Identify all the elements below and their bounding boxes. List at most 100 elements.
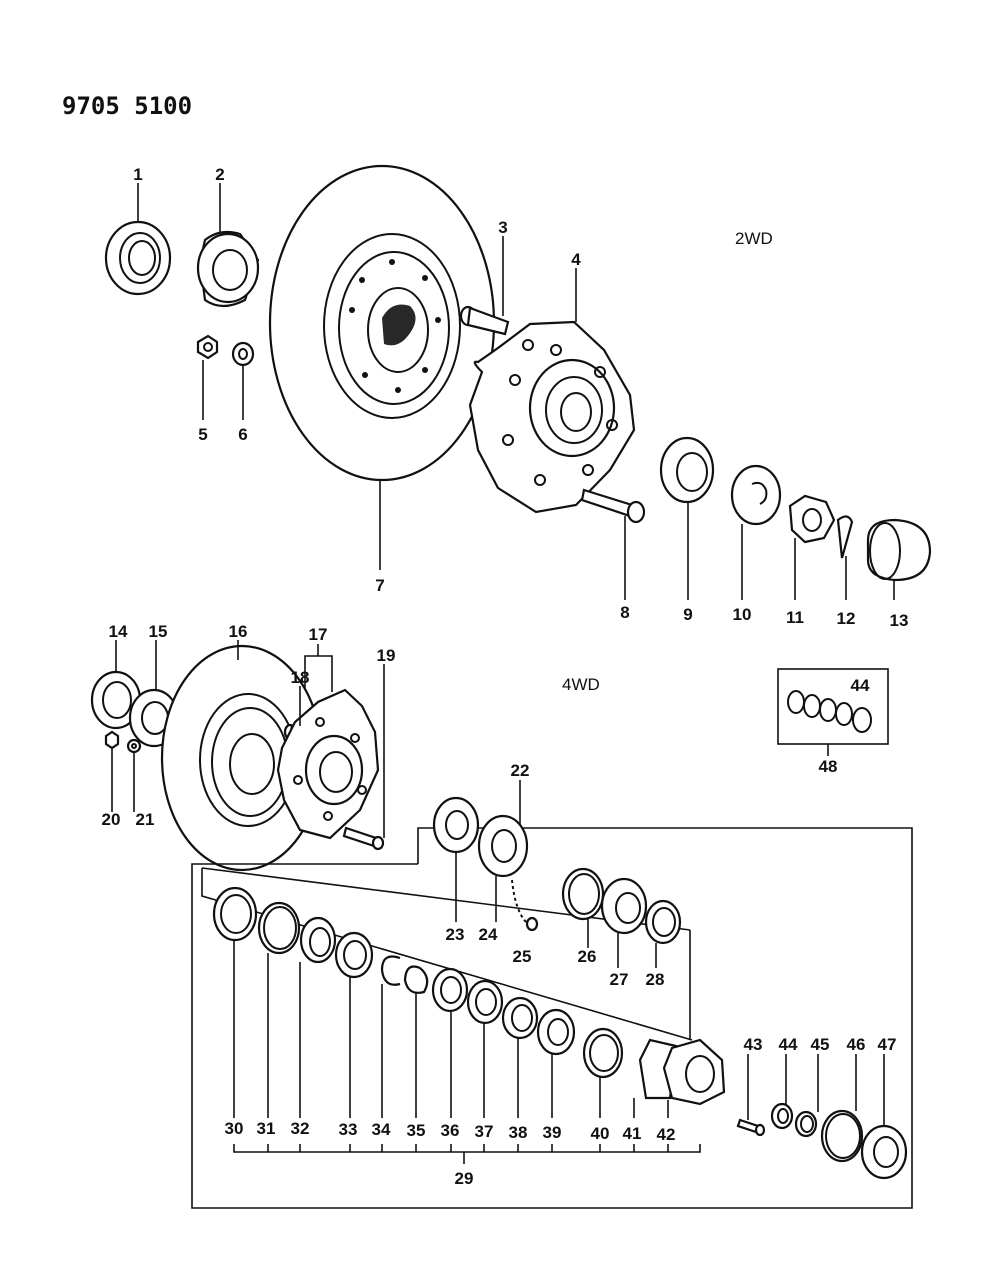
callout-45: 45 [811, 1035, 830, 1054]
callout-47: 47 [878, 1035, 897, 1054]
callout-46: 46 [847, 1035, 866, 1054]
callout-26: 26 [578, 947, 597, 966]
part-44-ring [770, 1102, 794, 1130]
part-37-gear-ring [466, 979, 504, 1025]
part-19-stud-bolt [342, 826, 385, 851]
leader-lines-2wd [137, 183, 895, 600]
callout-25: 25 [513, 947, 532, 966]
callout-17: 17 [309, 625, 328, 644]
callout-22: 22 [511, 761, 530, 780]
part-46-o-ring [820, 1109, 864, 1163]
callout-39: 39 [543, 1123, 562, 1142]
callout-1: 1 [133, 165, 142, 184]
diagram-code: 9705 5100 [62, 92, 192, 120]
callout-labels: 1 2 3 4 5 6 7 8 9 10 11 12 13 14 15 16 1… [102, 165, 909, 1188]
callout-36: 36 [441, 1121, 460, 1140]
callout-20: 20 [102, 810, 121, 829]
section-label-4wd: 4WD [562, 675, 600, 694]
part-23-gasket [432, 796, 480, 854]
callout-34: 34 [372, 1120, 391, 1139]
part-45-ring [794, 1110, 818, 1138]
part-34-c-clip [380, 955, 401, 986]
callout-3: 3 [498, 218, 507, 237]
callout-15: 15 [149, 622, 168, 641]
callout-29: 29 [455, 1169, 474, 1188]
callout-43: 43 [744, 1035, 763, 1054]
part-4-hub [468, 320, 636, 514]
callout-21: 21 [136, 810, 155, 829]
part-5-nut [196, 334, 219, 360]
callout-10: 10 [733, 605, 752, 624]
callout-28: 28 [646, 970, 665, 989]
kit-outer-label: 48 [819, 757, 838, 776]
callout-14: 14 [109, 622, 128, 641]
part-39-clutch-gear [536, 1008, 576, 1056]
part-31-ring [257, 901, 301, 955]
kit-box-48 [777, 668, 889, 756]
callout-41: 41 [623, 1124, 642, 1143]
callout-7: 7 [375, 576, 384, 595]
callout-40: 40 [591, 1124, 610, 1143]
part-40-ring [582, 1027, 624, 1079]
callout-30: 30 [225, 1119, 244, 1138]
callout-37: 37 [475, 1122, 494, 1141]
callout-2: 2 [215, 165, 224, 184]
callout-24: 24 [479, 925, 498, 944]
callout-4: 4 [571, 250, 581, 269]
part-12-cotter-pin [836, 515, 854, 559]
part-16-brake-disc [160, 644, 324, 872]
part-26-snap-ring [561, 867, 605, 921]
part-24-plate [477, 814, 529, 878]
part-8-stud-bolt [580, 488, 646, 524]
part-25-screw [511, 879, 539, 932]
callout-33: 33 [339, 1120, 358, 1139]
callout-31: 31 [257, 1119, 276, 1138]
callout-35: 35 [407, 1121, 426, 1140]
part-17-hub [276, 688, 380, 840]
part-1-oil-seal [104, 220, 172, 296]
section-label-2wd: 2WD [735, 229, 773, 248]
part-20-nut [104, 730, 120, 750]
part-10-washer [730, 464, 782, 526]
group-22-outline [191, 780, 913, 1209]
callout-32: 32 [291, 1119, 310, 1138]
part-7-brake-disc [268, 164, 496, 482]
callout-9: 9 [683, 605, 692, 624]
callout-18: 18 [291, 668, 310, 687]
part-27-bearing [600, 877, 648, 935]
callout-23: 23 [446, 925, 465, 944]
callout-5: 5 [198, 425, 207, 444]
callout-11: 11 [786, 608, 804, 627]
part-42-hub-body [662, 1038, 726, 1106]
part-2-inner-bearing [196, 230, 260, 308]
part-32-spring-gear [299, 916, 337, 964]
part-43-bolt [736, 1118, 766, 1137]
part-47-cover [860, 1124, 908, 1180]
callout-44: 44 [779, 1035, 798, 1054]
callout-27: 27 [610, 970, 629, 989]
part-3-hub-bolt [459, 305, 510, 336]
callout-8: 8 [620, 603, 629, 622]
part-35-c-clip [403, 965, 429, 994]
callout-12: 12 [837, 609, 856, 628]
leader-lines-4wd-lower [233, 852, 885, 1164]
part-38-spring [501, 996, 539, 1040]
callout-6: 6 [238, 425, 247, 444]
kit-inner-label: 44 [851, 676, 870, 695]
part-11-castle-nut [788, 494, 836, 544]
part-28-ring [644, 899, 682, 945]
part-33-ring [334, 931, 374, 979]
callout-16: 16 [229, 622, 248, 641]
callout-13: 13 [890, 611, 909, 630]
part-30-ring [212, 886, 258, 942]
part-13-dust-cap [866, 518, 932, 582]
part-36-gear-ring [431, 967, 469, 1013]
part-21-washer [126, 738, 142, 754]
part-6-washer [231, 341, 255, 367]
callout-19: 19 [377, 646, 396, 665]
callout-42: 42 [657, 1125, 676, 1144]
leader-lines-4wd-upper [111, 640, 385, 838]
part-9-outer-bearing [659, 436, 715, 504]
